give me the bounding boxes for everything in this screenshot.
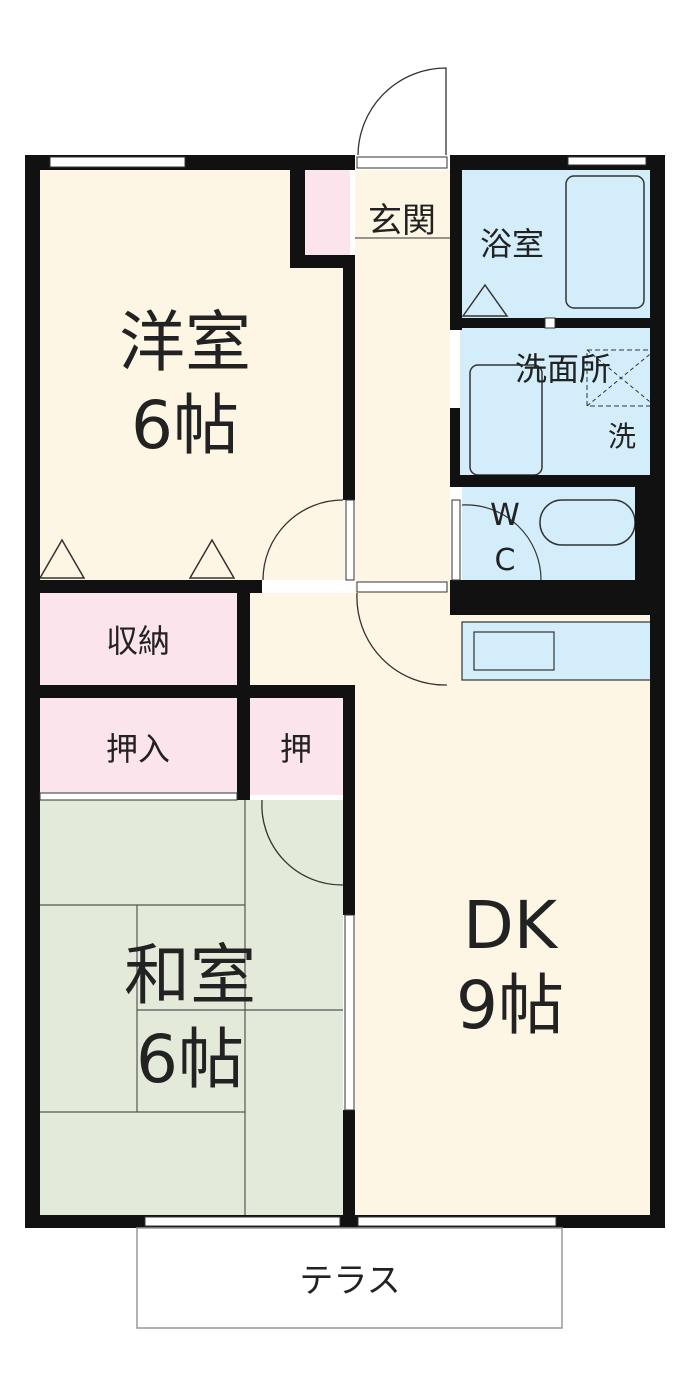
western-room-size: 6帖: [131, 387, 239, 464]
wc-label-w: W: [490, 498, 520, 533]
bath-door-marker: [461, 283, 509, 317]
entrance-label: 玄関: [368, 201, 436, 241]
toilet: [539, 499, 636, 546]
hallway-floor: [355, 170, 450, 600]
dk-name: DK: [463, 887, 559, 964]
storage-label: 収納: [106, 622, 170, 660]
dk-size: 9帖: [456, 967, 564, 1044]
small-closet: [250, 698, 343, 795]
door-swings: [261, 67, 448, 886]
kitchen-sink: [473, 631, 555, 671]
oshiire-label: 押入: [106, 730, 170, 768]
terrace: [136, 1227, 563, 1329]
japanese-room-size: 6帖: [136, 1021, 244, 1098]
storage-closet: [40, 593, 237, 685]
wc-label-c: C: [495, 543, 516, 578]
washer-label: 洗: [608, 420, 636, 453]
walls: [25, 155, 665, 1228]
bath-label: 浴室: [480, 225, 544, 263]
entrance-closet: [305, 170, 350, 262]
oshiire-closet: [40, 698, 237, 795]
japanese-room-floor: [40, 800, 343, 1215]
japanese-room-name: 和室: [124, 937, 256, 1014]
bathtub: [565, 175, 645, 309]
windows: [39, 156, 647, 1227]
washroom-label: 洗面所: [515, 350, 611, 388]
washroom-floor: [460, 328, 650, 475]
dk-floor: [355, 593, 650, 1215]
terrace-label: テラス: [299, 1261, 400, 1301]
kitchen-counter: [461, 621, 659, 681]
tatami-lines: [40, 800, 343, 1215]
bathroom-floor: [462, 170, 650, 318]
small-closet-label: 押: [280, 730, 312, 768]
western-room-name: 洋室: [119, 304, 251, 381]
